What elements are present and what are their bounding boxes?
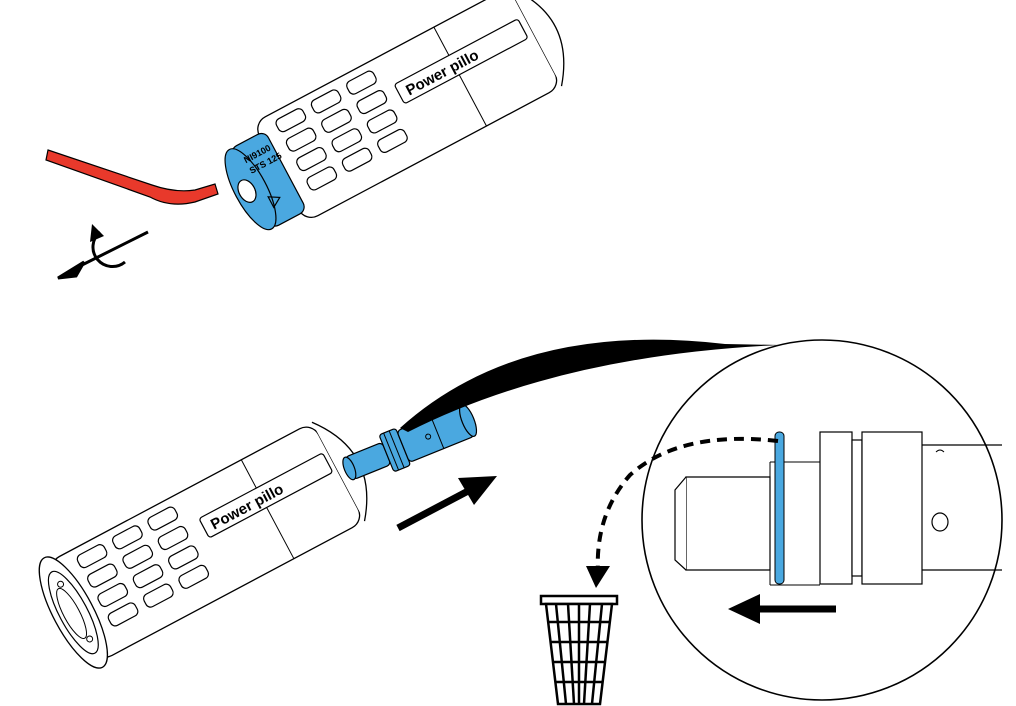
handle-body-top: Power pillo (253, 0, 582, 222)
rotate-counterclockwise-icon (58, 224, 148, 278)
hex-key-icon (46, 150, 218, 204)
o-ring (775, 432, 784, 584)
bottom-handle: Power pillo (27, 406, 388, 676)
top-tool: Power pillo NI9100 STS 125 (46, 0, 581, 278)
blue-insert-part (337, 400, 481, 489)
insert-arrow-icon (398, 476, 497, 528)
zoom-callout (400, 340, 1002, 700)
wastebasket-icon (541, 596, 617, 704)
